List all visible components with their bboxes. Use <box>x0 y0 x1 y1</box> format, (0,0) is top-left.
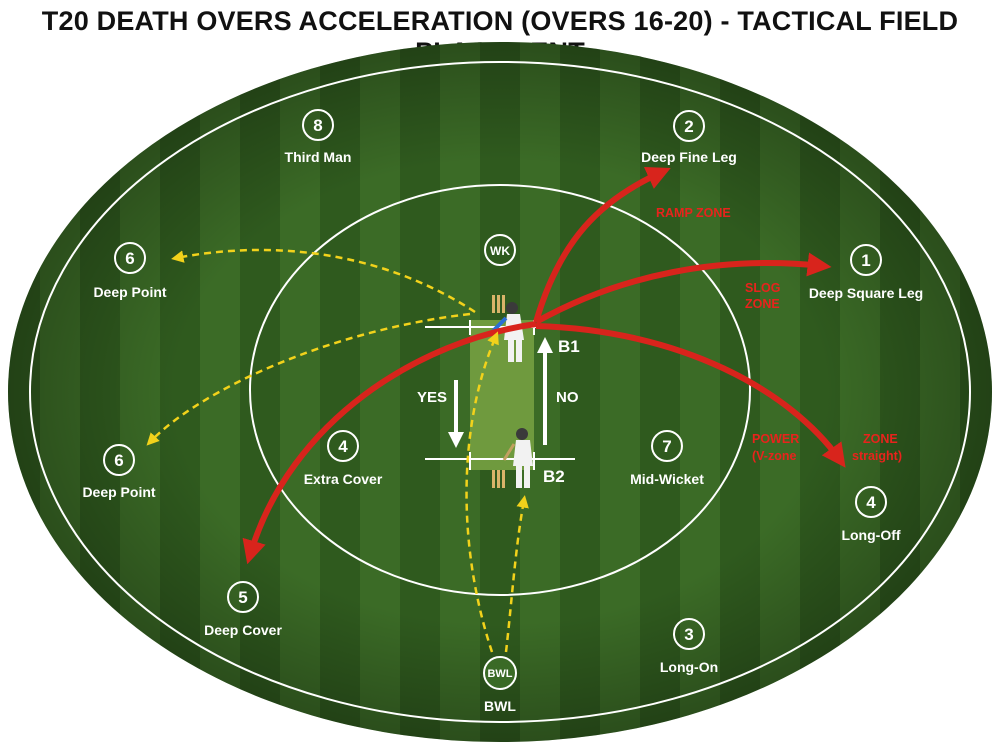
shot-arrow-fine-leg <box>533 166 671 323</box>
svg-text:Long-On: Long-On <box>660 659 718 675</box>
stumps-top <box>492 295 505 313</box>
shot-arrow-long-off <box>535 323 846 468</box>
svg-text:Third Man: Third Man <box>285 149 352 165</box>
svg-text:Deep Point: Deep Point <box>82 484 155 500</box>
run-label-no: NO <box>556 389 579 406</box>
zone-slog-1: SLOG <box>745 281 780 295</box>
svg-text:6: 6 <box>114 451 123 470</box>
svg-text:BWL: BWL <box>487 668 512 680</box>
shot-arrow-square-leg <box>534 252 832 325</box>
zone-ramp: RAMP ZONE <box>656 206 731 220</box>
svg-text:4: 4 <box>866 493 876 512</box>
field-path-bowler-to-non-striker <box>504 495 529 653</box>
fielder-mid-wicket: 7 Mid-Wicket <box>630 430 704 487</box>
stumps-bottom <box>492 470 505 488</box>
fielder-extra-cover: 4 Extra Cover <box>304 430 383 487</box>
zone-slog-2: ZONE <box>745 297 780 311</box>
fielder-deep-cover: 5 Deep Cover <box>204 581 282 638</box>
svg-text:Deep Point: Deep Point <box>93 284 166 300</box>
svg-text:5: 5 <box>238 588 247 607</box>
svg-text:Mid-Wicket: Mid-Wicket <box>630 471 704 487</box>
fielder-deep-point-upper: 6 Deep Point <box>93 242 167 300</box>
svg-text:1: 1 <box>861 251 870 270</box>
svg-text:Deep Cover: Deep Cover <box>204 622 282 638</box>
fielder-wk: WK <box>484 234 516 266</box>
svg-text:Deep Fine Leg: Deep Fine Leg <box>641 149 737 165</box>
non-striker-batter-icon <box>502 428 533 488</box>
zone-straight-1: ZONE <box>863 432 898 446</box>
field-path-deep-point-upper <box>171 248 476 314</box>
svg-text:WK: WK <box>490 244 510 258</box>
svg-text:7: 7 <box>662 437 671 456</box>
field-path-bowler-to-striker <box>465 331 499 653</box>
fielder-deep-point-lower: 6 Deep Point <box>82 444 156 500</box>
fielder-long-on: 3 Long-On <box>660 618 718 675</box>
fielder-deep-fine-leg: 2 Deep Fine Leg <box>641 110 737 165</box>
svg-text:3: 3 <box>684 625 693 644</box>
svg-text:Long-Off: Long-Off <box>841 527 900 543</box>
fielder-long-off: 4 Long-Off <box>841 486 901 543</box>
fielder-deep-square-leg: 1 Deep Square Leg <box>809 244 923 301</box>
striker-label: B1 <box>558 337 580 356</box>
fielder-bowler: BWL BWL <box>483 656 517 714</box>
svg-text:2: 2 <box>684 117 693 136</box>
svg-text:Extra Cover: Extra Cover <box>304 471 383 487</box>
svg-text:4: 4 <box>338 437 348 456</box>
run-label-yes: YES <box>417 389 447 406</box>
svg-text:8: 8 <box>313 116 322 135</box>
field-path-deep-point-lower <box>146 312 471 446</box>
boundary-rope <box>29 61 971 723</box>
non-striker-label: B2 <box>543 467 565 486</box>
svg-text:Deep Square Leg: Deep Square Leg <box>809 285 923 301</box>
zone-straight-2: straight) <box>852 449 902 463</box>
zone-power-1: POWER <box>752 432 799 446</box>
svg-text:BWL: BWL <box>484 698 516 714</box>
zone-power-2: (V-zone <box>752 449 796 463</box>
svg-text:6: 6 <box>125 249 134 268</box>
thirty-yard-circle <box>249 184 751 596</box>
fielder-third-man: 8 Third Man <box>285 109 352 165</box>
